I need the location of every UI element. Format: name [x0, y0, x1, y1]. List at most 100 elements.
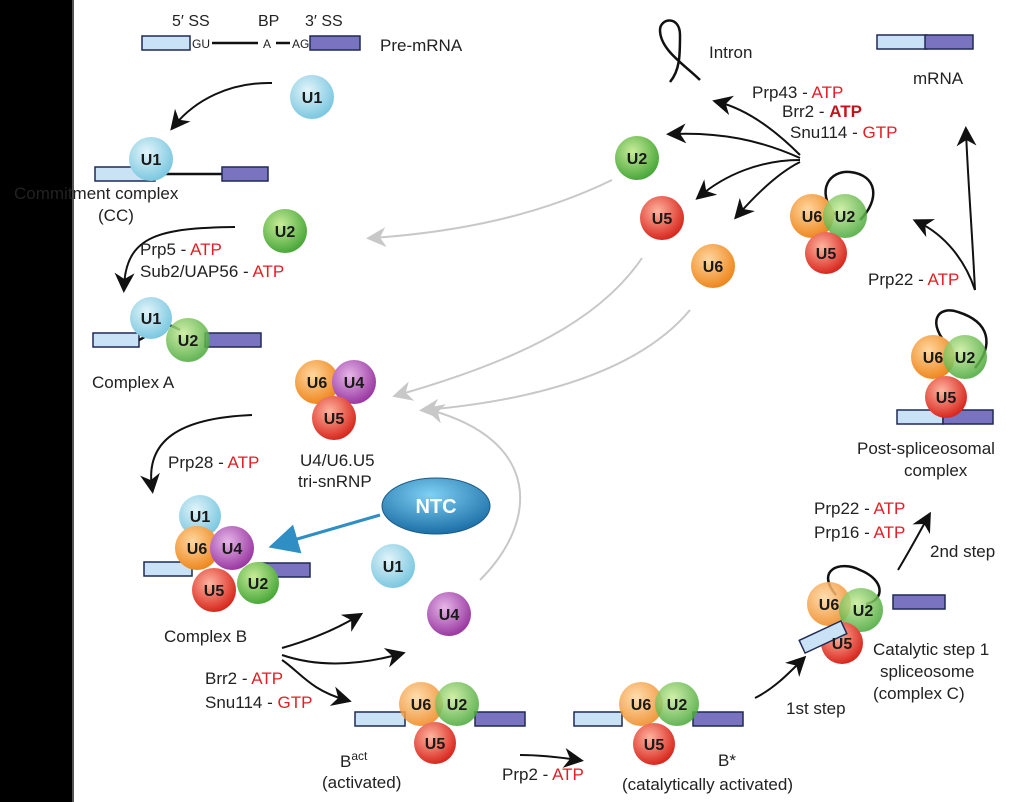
- arrow-release-intron: [712, 95, 801, 156]
- tri-snrnp-sub-label: tri-snRNP: [298, 472, 372, 491]
- intron-lariat-complex: U6 U2 U5: [790, 170, 875, 274]
- complex-c: U6 U2 U5 Catalytic step 1 spliceosome (c…: [798, 565, 989, 703]
- ntc-badge: NTC: [381, 477, 491, 535]
- u1-released: U1: [371, 544, 415, 588]
- svg-text:U2: U2: [667, 697, 688, 714]
- complex-c-label: Catalytic step 1: [873, 640, 989, 659]
- complex-bact: U6 U2 U5 Bact (activated): [322, 682, 526, 792]
- svg-text:U1: U1: [141, 152, 162, 169]
- arrow-u1-binding: [170, 81, 273, 131]
- svg-text:U5: U5: [204, 583, 225, 600]
- bact-sub-label: (activated): [322, 773, 401, 792]
- brr2-factor-release: Brr2 - ATP: [782, 102, 862, 121]
- first-step-label: 1st step: [786, 699, 846, 718]
- recycle-u2: [366, 179, 613, 248]
- svg-text:U2: U2: [835, 209, 856, 226]
- svg-text:U6: U6: [802, 209, 823, 226]
- recycle-u4-u1: [424, 404, 522, 581]
- complex-c-label-2: spliceosome: [880, 662, 975, 681]
- prp22-factor-post: Prp22 - ATP: [868, 270, 959, 289]
- complex-b: U1 U6 U4 U2 U5 Complex B: [143, 495, 311, 646]
- complex-b-label: Complex B: [164, 627, 247, 646]
- prp28-factor: Prp28 - ATP: [168, 453, 259, 472]
- brr2-factor-b: Brr2 - ATP: [205, 669, 283, 688]
- svg-text:U6: U6: [411, 697, 432, 714]
- svg-text:U4: U4: [222, 541, 243, 558]
- svg-text:U6: U6: [631, 697, 652, 714]
- svg-text:U6: U6: [819, 597, 840, 614]
- arrow-first-step: [754, 655, 807, 699]
- arrow-release-u2: [666, 123, 801, 159]
- arrow-release-u1: [281, 612, 364, 649]
- bp-label: BP: [258, 13, 279, 30]
- mrna: mRNA: [876, 34, 974, 88]
- sub2-factor: Sub2/UAP56 - ATP: [140, 262, 284, 281]
- prp2-factor: Prp2 - ATP: [502, 765, 584, 784]
- arrow-to-mrna: [956, 126, 977, 291]
- pre-mrna: 5′ SS BP 3′ SS GU A AG Pre-mRNA: [141, 13, 463, 55]
- cc-sub-label: (CC): [98, 206, 134, 225]
- arrow-to-release: [912, 219, 976, 291]
- arrow-second-step: [897, 511, 931, 571]
- bstar-label: B*: [718, 751, 736, 770]
- prp16-factor: Prp16 - ATP: [814, 523, 905, 542]
- mrna-label: mRNA: [913, 69, 964, 88]
- svg-text:U5: U5: [816, 246, 837, 263]
- svg-text:U1: U1: [190, 509, 211, 526]
- complex-c-label-3: (complex C): [873, 684, 965, 703]
- svg-text:U2: U2: [178, 333, 199, 350]
- recycle-u6: [419, 309, 691, 419]
- ag-label: AG: [292, 37, 309, 51]
- post-sub-label: complex: [904, 461, 968, 480]
- svg-text:U1: U1: [302, 90, 323, 107]
- svg-text:U2: U2: [248, 576, 269, 593]
- intron: Intron: [658, 19, 752, 83]
- svg-text:U4: U4: [439, 607, 460, 624]
- tri-snrnp-label: U4/U6.U5: [300, 451, 375, 470]
- recycle-u5: [392, 257, 643, 401]
- second-step-label: 2nd step: [930, 542, 995, 561]
- svg-text:U6: U6: [187, 541, 208, 558]
- svg-text:U2: U2: [853, 603, 874, 620]
- arrow-to-bact: [281, 659, 352, 706]
- svg-text:U5: U5: [832, 636, 853, 653]
- u6-released: U6: [691, 244, 735, 288]
- complex-a-label: Complex A: [92, 373, 175, 392]
- diagram-panel: [72, 0, 1024, 802]
- post-spliceosomal-complex: U6 U2 U5 Post-spliceosomal complex: [857, 309, 995, 480]
- bact-label: Bact: [340, 749, 368, 771]
- svg-text:U5: U5: [324, 411, 345, 428]
- arrow-to-complex-a: [114, 226, 236, 293]
- ntc-arrow: [268, 513, 381, 554]
- svg-text:U2: U2: [955, 350, 976, 367]
- svg-text:U2: U2: [275, 224, 296, 241]
- u5-released: U5: [640, 196, 684, 240]
- svg-text:U5: U5: [425, 736, 446, 753]
- arrow-to-bstar: [519, 748, 584, 768]
- pre-mrna-label: Pre-mRNA: [380, 36, 463, 55]
- svg-text:U4: U4: [344, 375, 365, 392]
- complex-bstar: U6 U2 U5 B* (catalytically activated): [573, 682, 793, 794]
- u2-free-left: U2: [263, 209, 307, 253]
- svg-text:U6: U6: [307, 375, 328, 392]
- svg-text:U5: U5: [936, 390, 957, 407]
- svg-text:U6: U6: [923, 350, 944, 367]
- exon-3: [309, 35, 361, 51]
- svg-text:U2: U2: [627, 151, 648, 168]
- arrow-release-u5: [695, 159, 801, 200]
- snu114-factor-b: Snu114 - GTP: [205, 693, 312, 712]
- snu114-factor-release: Snu114 - GTP: [790, 123, 897, 142]
- svg-text:U1: U1: [383, 559, 404, 576]
- bstar-sub-label: (catalytically activated): [622, 775, 793, 794]
- svg-text:U5: U5: [652, 211, 673, 228]
- prp5-factor: Prp5 - ATP: [140, 240, 222, 259]
- arrow-release-u4: [281, 648, 406, 668]
- ss3-label: 3′ SS: [305, 13, 343, 30]
- cc-label: Commitment complex: [14, 184, 179, 203]
- intron-label: Intron: [709, 43, 752, 62]
- prp43-factor: Prp43 - ATP: [752, 83, 843, 102]
- tri-snrnp: U6 U4 U5 U4/U6.U5 tri-snRNP: [295, 360, 376, 491]
- u4-released: U4: [427, 592, 471, 636]
- prp22-factor-c: Prp22 - ATP: [814, 499, 905, 518]
